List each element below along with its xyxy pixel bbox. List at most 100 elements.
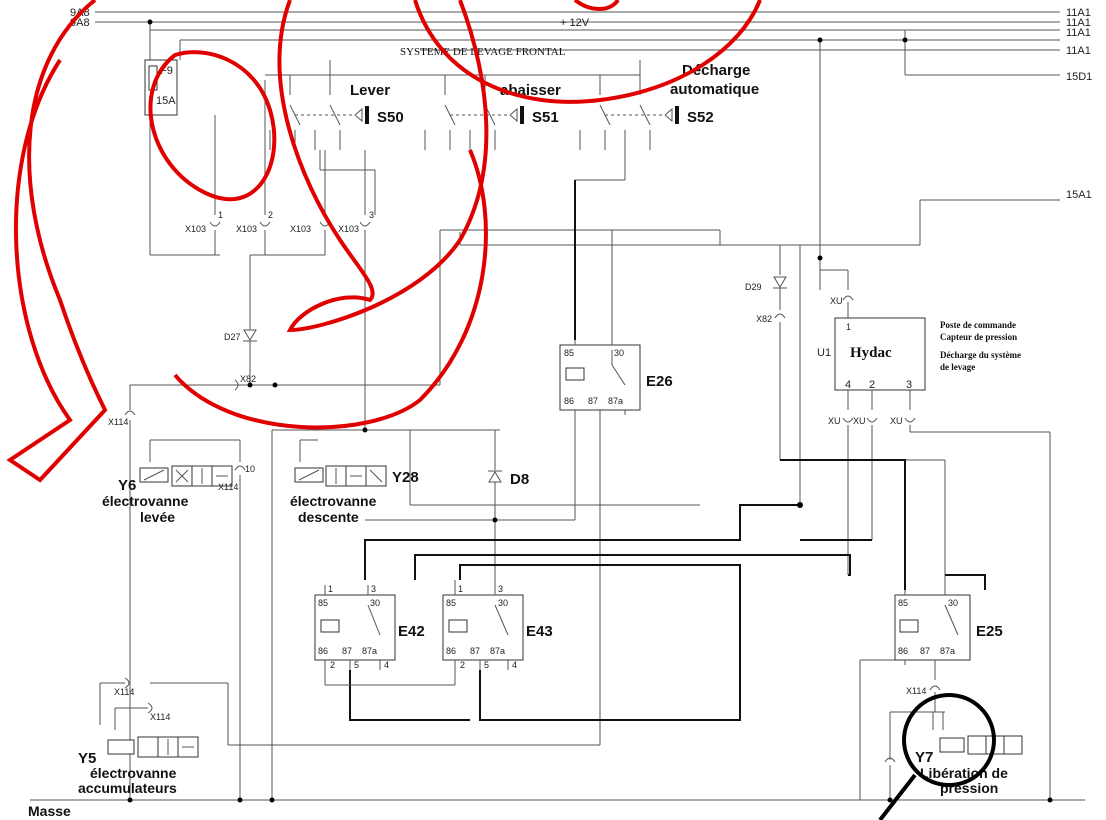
e42-pin3: 3 <box>371 584 376 594</box>
hydac-note-1: Poste de commande <box>940 320 1016 330</box>
thick-wiring <box>349 180 986 721</box>
junction-dots <box>247 255 823 523</box>
x82-right: X82 <box>756 314 772 324</box>
e42-pin30: 30 <box>370 598 380 608</box>
ground-rail <box>30 797 1085 803</box>
e26-ref: E26 <box>646 373 673 390</box>
d8-diode <box>488 430 502 580</box>
e26-pin85: 85 <box>564 348 574 358</box>
supply-right-3: 11A1 <box>1066 27 1091 39</box>
e25-pin86: 86 <box>898 646 908 656</box>
switch-s50-ref: S50 <box>377 109 404 126</box>
e43-pin85: 85 <box>446 598 456 608</box>
y5-line1: électrovanne <box>90 765 177 781</box>
e43-pin5: 5 <box>484 660 489 670</box>
hydac-note-3: Décharge du système <box>940 350 1021 360</box>
e42-pin86: 86 <box>318 646 328 656</box>
x103-3: X103 <box>290 224 311 234</box>
e42-ref: E42 <box>398 623 425 640</box>
hydac-name: Hydac <box>850 345 892 361</box>
e43-pin87: 87 <box>470 646 480 656</box>
ground-label: Masse <box>28 803 71 819</box>
x114-left: X114 <box>108 417 128 427</box>
y28-line2: descente <box>298 509 359 525</box>
red-annotation <box>6 0 762 483</box>
e42-pin87: 87 <box>342 646 352 656</box>
e25-pin87: 87 <box>920 646 930 656</box>
y6-line2: levée <box>140 509 175 525</box>
switch-block <box>265 60 679 340</box>
e25-pin87a: 87a <box>940 646 955 656</box>
valve-y5 <box>99 677 600 758</box>
x114-e25: X114 <box>906 686 926 696</box>
e43-pin1: 1 <box>458 584 463 594</box>
x103-2: X103 <box>236 224 257 234</box>
e43-pin87a: 87a <box>490 646 505 656</box>
x114-y5-a: X114 <box>114 687 134 697</box>
y5-line2: accumulateurs <box>78 780 177 796</box>
e25-pin30: 30 <box>948 598 958 608</box>
e26-pin87a: 87a <box>608 396 623 406</box>
hydac-note-2: Capteur de pression <box>940 332 1017 342</box>
x103-4-pin: 3 <box>369 210 374 220</box>
e42-pin5: 5 <box>354 660 359 670</box>
hydac-pin2: 2 <box>869 379 875 391</box>
supply-right-1: 11A1 <box>1066 7 1091 19</box>
x103-2-pin: 2 <box>268 210 273 220</box>
xu-2: XU <box>853 416 866 426</box>
supply-right-2: 11A1 <box>1066 17 1091 29</box>
xu-4: XU <box>828 416 841 426</box>
e43-pin86: 86 <box>446 646 456 656</box>
e26-pin30: 30 <box>614 348 624 358</box>
hydac-pin4: 4 <box>845 379 851 391</box>
x82-left: X82 <box>240 374 256 384</box>
supply-right-5: 15D1 <box>1066 71 1092 83</box>
y7-line1: Libération de <box>920 765 1008 781</box>
y6-ref: Y6 <box>118 477 136 494</box>
black-annotation <box>878 693 996 820</box>
y7-ref: Y7 <box>915 749 933 766</box>
valve-y28 <box>294 430 700 506</box>
x103-connectors <box>209 80 371 430</box>
x103-4: X103 <box>338 224 359 234</box>
e25-pin85: 85 <box>898 598 908 608</box>
valve-y7 <box>859 659 1023 800</box>
e43-pin2: 2 <box>460 660 465 670</box>
x114-y5-b: X114 <box>150 712 170 722</box>
d29-label: D29 <box>745 282 762 292</box>
d8-label: D8 <box>510 471 529 488</box>
e42-pin87a: 87a <box>362 646 377 656</box>
e26-pin86: 86 <box>564 396 574 406</box>
x103-1-pin: 1 <box>218 210 223 220</box>
switch-s50-label: Lever <box>350 82 390 99</box>
xu-top: XU <box>830 296 843 306</box>
hydac-note-4: de levage <box>940 362 975 372</box>
e43-pin3: 3 <box>498 584 503 594</box>
e26-pin87: 87 <box>588 396 598 406</box>
x114-y6: X114 <box>218 482 238 492</box>
valve-y6 <box>139 429 500 800</box>
e43-ref: E43 <box>526 623 553 640</box>
y5-ref: Y5 <box>78 750 96 767</box>
e42-pin4: 4 <box>384 660 389 670</box>
supply-right-4: 11A1 <box>1066 45 1091 57</box>
relay-e42 <box>314 585 396 685</box>
d27-label: D27 <box>224 332 241 342</box>
switch-s52-ref: S52 <box>687 109 714 126</box>
y28-ref: Y28 <box>392 469 419 486</box>
supply-right-6: 15A1 <box>1066 189 1092 201</box>
e43-pin4: 4 <box>512 660 517 670</box>
fuse-rating: 15A <box>156 95 176 107</box>
e42-pin85: 85 <box>318 598 328 608</box>
hydac-unit-ref: U1 <box>817 347 831 359</box>
xu-3: XU <box>890 416 903 426</box>
hydac-pin3: 3 <box>906 379 912 391</box>
y28-line1: électrovanne <box>290 493 377 509</box>
relay-e25 <box>894 590 971 712</box>
x103-1: X103 <box>185 224 206 234</box>
d27-diode <box>124 199 1060 800</box>
e42-pin2: 2 <box>330 660 335 670</box>
switch-s51-ref: S51 <box>532 109 559 126</box>
system-title: SYSTEME DE LEVAGE FRONTAL <box>400 46 566 58</box>
e42-pin1: 1 <box>328 584 333 594</box>
